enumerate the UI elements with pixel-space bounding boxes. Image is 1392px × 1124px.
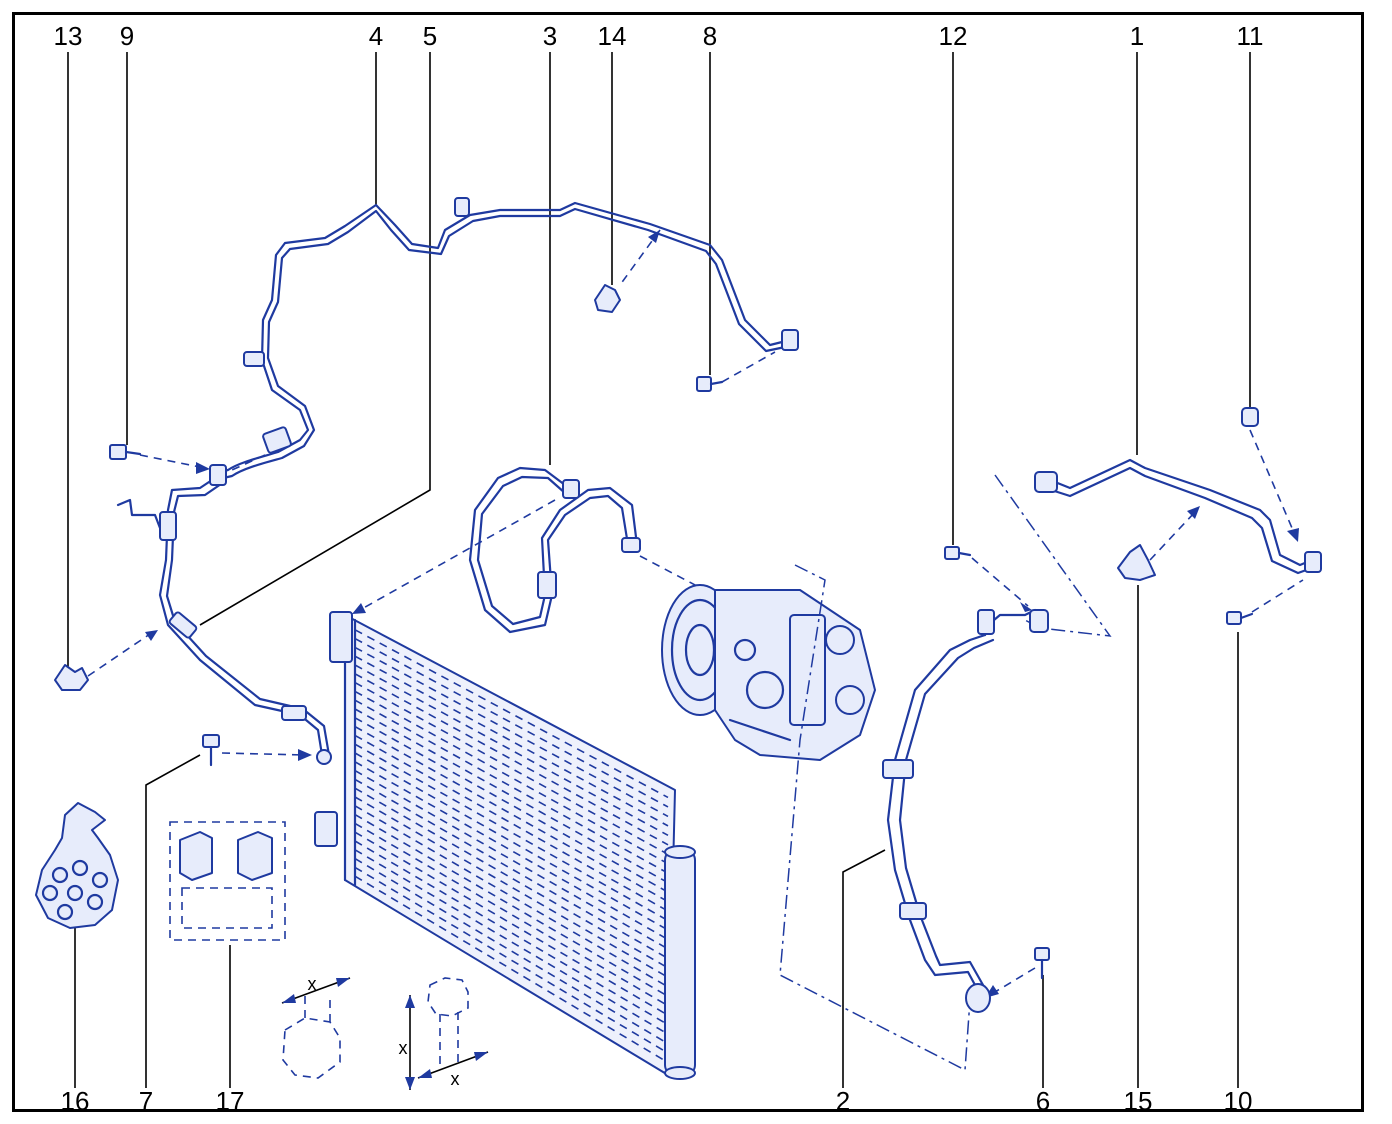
- condenser-fin: [354, 778, 669, 960]
- part-2-hose: [882, 608, 1049, 1013]
- callout-11: 11: [1237, 21, 1264, 408]
- callout-4-label: 4: [369, 21, 383, 51]
- part-17-valve-cap-kit: [169, 821, 286, 941]
- bolt-7: [202, 734, 312, 767]
- compressor: [661, 564, 971, 1072]
- callout-10-label: 10: [1224, 1086, 1253, 1116]
- condenser-fin: [354, 681, 669, 855]
- callout-4: 4: [369, 21, 383, 205]
- clip-15: [1117, 506, 1200, 581]
- callout-3: 3: [543, 21, 557, 465]
- bolt-12: [944, 546, 1032, 612]
- callout-9: 9: [120, 21, 134, 445]
- condenser-fin: [354, 813, 669, 997]
- callout-5: 5: [199, 21, 437, 626]
- callout-5-label: 5: [423, 21, 437, 51]
- condenser-fin: [354, 717, 669, 893]
- callout-12-label: 12: [939, 21, 968, 51]
- callout-13-label: 13: [54, 21, 83, 51]
- bolt-length-dimension-label: x: [399, 1038, 408, 1058]
- condenser-fin: [354, 725, 669, 903]
- bolt-diameter-dimension-label: x: [451, 1069, 460, 1089]
- callout-2-label: 2: [836, 1086, 850, 1116]
- callout-16-label: 16: [61, 1086, 90, 1116]
- condenser-fin: [354, 743, 669, 922]
- dimensioned-nut: x: [281, 974, 351, 1079]
- part-4-pipe: [213, 197, 799, 481]
- callout-2: 2: [836, 849, 886, 1116]
- callout-8-label: 8: [703, 21, 717, 51]
- condenser: [329, 611, 696, 1080]
- bolt-6: [985, 947, 1050, 998]
- condenser-fin: [354, 646, 669, 818]
- condenser-fin: [354, 849, 669, 1035]
- callout-17: 17: [216, 945, 245, 1116]
- callout-8: 8: [703, 21, 717, 375]
- condenser-fin: [354, 840, 669, 1026]
- part-5-hose: [116, 464, 338, 847]
- bolt-9: [109, 444, 266, 474]
- condenser-fin: [354, 769, 669, 950]
- condenser-fin: [354, 787, 669, 969]
- condenser-fin: [354, 655, 669, 827]
- condenser-fin: [354, 857, 669, 1045]
- nut-dimension-label: x: [308, 974, 317, 994]
- callout-13: 13: [54, 21, 83, 670]
- condenser-fin: [354, 637, 669, 808]
- condenser-fin: [354, 796, 669, 979]
- bolt-8: [696, 351, 776, 392]
- callout-12: 12: [939, 21, 968, 545]
- callout-15: 15: [1124, 585, 1153, 1116]
- condenser-fin: [354, 866, 669, 1054]
- part-3-hose: [352, 466, 791, 636]
- callout-6-label: 6: [1036, 1086, 1050, 1116]
- condenser-fin: [354, 734, 669, 912]
- callout-14: 14: [598, 21, 627, 285]
- condenser-fin: [354, 699, 669, 874]
- condenser-fin: [354, 690, 669, 865]
- condenser-fin: [354, 752, 669, 931]
- condenser-fin: [354, 664, 669, 837]
- condenser-fin: [354, 761, 669, 941]
- callout-16: 16: [61, 925, 90, 1116]
- nut-11: [1241, 407, 1299, 542]
- dimensioned-bolt: x x: [399, 977, 489, 1090]
- callout-10: 10: [1224, 632, 1253, 1116]
- diagram-frame: [12, 12, 1364, 1112]
- clip-13: [54, 630, 158, 691]
- condenser-fin: [354, 673, 669, 846]
- callout-3-label: 3: [543, 21, 557, 51]
- condenser-fin: [354, 629, 669, 799]
- condenser-fin: [354, 708, 669, 884]
- condenser-fins: [354, 629, 669, 1064]
- callout-7: 7: [139, 754, 201, 1116]
- callout-1-label: 1: [1130, 21, 1144, 51]
- callout-6: 6: [1036, 975, 1050, 1116]
- condenser-fin: [354, 831, 669, 1016]
- part-16-oring-bag: [35, 802, 119, 929]
- callout-9-label: 9: [120, 21, 134, 51]
- condenser-fin: [354, 805, 669, 988]
- callout-7-label: 7: [139, 1086, 153, 1116]
- bolt-10: [1226, 579, 1304, 625]
- callout-11-label: 11: [1237, 21, 1264, 51]
- clip-14: [594, 284, 621, 313]
- callout-1: 1: [1130, 21, 1144, 455]
- callout-14-label: 14: [598, 21, 627, 51]
- callout-15-label: 15: [1124, 1086, 1153, 1116]
- callout-17-label: 17: [216, 1086, 245, 1116]
- condenser-fin: [354, 822, 669, 1007]
- condenser-fin: [354, 875, 669, 1064]
